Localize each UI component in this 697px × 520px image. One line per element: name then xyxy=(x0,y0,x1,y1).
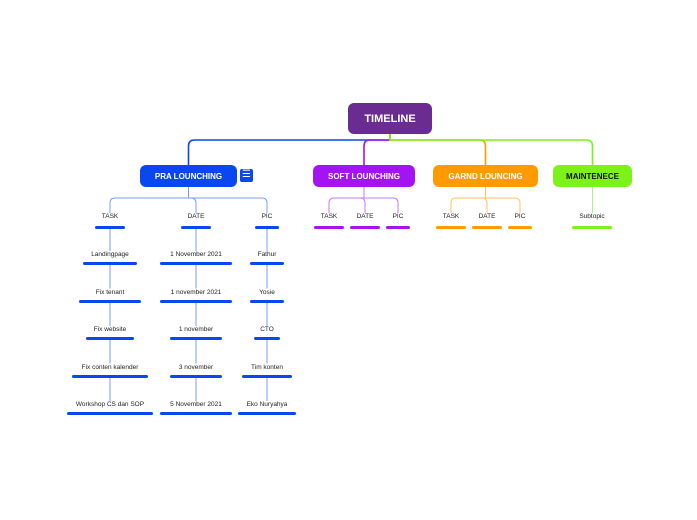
list-item[interactable]: Fix conten kalender xyxy=(81,363,139,371)
list-item-underline xyxy=(170,337,222,340)
connector-branch-header xyxy=(188,187,268,213)
connector-branch-header xyxy=(450,187,486,213)
connector-branch-header xyxy=(363,187,399,213)
connector-root-branch xyxy=(187,134,391,165)
branch-node-garnd-louncing[interactable]: GARND LOUNCING xyxy=(433,165,538,187)
list-item-underline xyxy=(160,412,232,415)
branch-node-soft-lounching[interactable]: SOFT LOUNCHING xyxy=(313,165,415,187)
column-header[interactable]: DATE xyxy=(187,213,205,220)
connector-root-branch xyxy=(363,134,391,165)
list-item[interactable]: 3 november xyxy=(178,363,214,371)
list-item[interactable]: 5 November 2021 xyxy=(170,401,222,408)
list-item[interactable]: Fathur xyxy=(257,251,277,258)
column-header[interactable]: DATE xyxy=(356,213,374,220)
connector-branch-header xyxy=(481,187,488,213)
connector-root-branch xyxy=(389,134,594,165)
column-header-underline xyxy=(436,226,466,229)
list-item[interactable]: Tim konten xyxy=(251,363,283,371)
notes-icon[interactable]: ☰ xyxy=(240,169,253,182)
column-header-underline xyxy=(572,226,612,229)
column-header[interactable]: TASK xyxy=(320,213,338,220)
list-item[interactable]: CTO xyxy=(260,326,274,333)
list-item[interactable]: Landingpage xyxy=(91,251,129,258)
list-item-underline xyxy=(254,337,280,340)
list-item[interactable]: Eko Nuryahya xyxy=(246,401,288,408)
list-item[interactable]: 1 november 2021 xyxy=(170,288,222,296)
list-item[interactable]: 1 November 2021 xyxy=(170,251,222,258)
column-header-underline xyxy=(181,226,211,229)
list-item-underline xyxy=(160,299,232,303)
connector-root-branch xyxy=(389,134,487,165)
column-header[interactable]: TASK xyxy=(442,213,460,220)
branch-node-maintenece[interactable]: MAINTENECE xyxy=(553,165,632,187)
column-header-underline xyxy=(255,226,279,229)
list-item[interactable]: 1 november xyxy=(178,326,214,333)
connector-branch-header xyxy=(359,187,366,213)
connector-branch-header xyxy=(188,187,197,213)
list-item-underline xyxy=(67,412,153,415)
column-header[interactable]: DATE xyxy=(478,213,496,220)
column-header[interactable]: PIC xyxy=(392,213,404,220)
list-item[interactable]: Workshop CS dan SOP xyxy=(75,401,145,408)
list-item-underline xyxy=(170,374,222,378)
list-item-underline xyxy=(250,299,284,303)
list-item-underline xyxy=(238,412,296,415)
list-item-underline xyxy=(242,374,292,378)
list-item-underline xyxy=(72,374,148,378)
column-header-underline xyxy=(95,226,125,229)
column-header[interactable]: PIC xyxy=(261,213,273,220)
column-header-underline xyxy=(314,226,344,229)
list-item[interactable]: Yosie xyxy=(259,288,275,296)
list-item-underline xyxy=(86,337,134,340)
column-header-underline xyxy=(508,226,532,229)
list-item-underline xyxy=(250,262,284,265)
list-item[interactable]: Fix website xyxy=(93,326,127,333)
branch-node-pra-lounching[interactable]: PRA LOUNCHING xyxy=(140,165,237,187)
column-header-underline xyxy=(472,226,502,229)
column-header[interactable]: PIC xyxy=(514,213,526,220)
column-header-underline xyxy=(386,226,410,229)
list-item[interactable]: Fix tenant xyxy=(95,288,125,296)
connector-branch-header xyxy=(328,187,365,213)
root-node-timeline[interactable]: TIMELINE xyxy=(348,103,432,134)
list-item-underline xyxy=(160,262,232,265)
column-header-underline xyxy=(350,226,380,229)
column-header[interactable]: TASK xyxy=(101,213,119,220)
connector-branch-header xyxy=(109,187,189,213)
list-item-underline xyxy=(83,262,137,265)
connector-branch-header xyxy=(485,187,521,213)
list-item-underline xyxy=(79,299,141,303)
column-header[interactable]: Subtopic xyxy=(579,213,605,220)
